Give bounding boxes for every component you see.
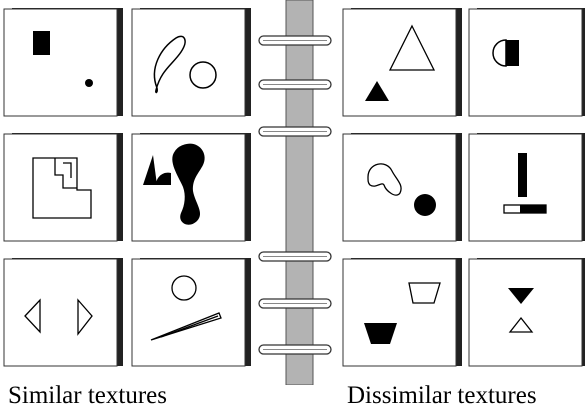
binder-ring-5-icon — [258, 298, 332, 309]
dissimilar-card-1 — [342, 8, 462, 123]
binder-ring-4-icon — [258, 251, 332, 262]
outline-and-filled-triangles-icon — [365, 24, 436, 101]
dissimilar-card-4 — [468, 133, 585, 248]
dissimilar-card-5 — [342, 258, 462, 373]
dissimilar-card-6 — [468, 258, 585, 373]
loop-and-circle-icon — [153, 35, 217, 94]
trapezoid-pair-icon — [364, 282, 441, 344]
binder-rings — [258, 35, 332, 355]
bar-on-base-icon — [503, 153, 547, 214]
circle-and-wedge-icon — [150, 275, 222, 341]
similar-card-5 — [3, 258, 123, 373]
binder-ring-2-icon — [258, 79, 332, 90]
similar-card-3 — [3, 133, 123, 248]
dissimilar-card-2 — [468, 8, 585, 123]
similar-card-4 — [131, 133, 251, 248]
binder-spine — [258, 0, 332, 385]
similar-textures-caption: Similar textures — [8, 382, 167, 409]
binder-ring-1-icon — [258, 35, 332, 46]
dissimilar-card-3 — [342, 133, 462, 248]
bean-and-dot-icon — [367, 163, 436, 216]
square-and-dot-icon — [33, 31, 93, 87]
outline-l-shape-icon — [32, 157, 92, 219]
triangle-pair-icon — [508, 288, 534, 333]
pair-of-outline-triangles-icon — [24, 298, 93, 336]
binder-ring-3-icon — [258, 126, 332, 137]
similar-card-2 — [131, 8, 251, 123]
half-circle-and-bar-icon — [492, 39, 519, 67]
similar-card-1 — [3, 8, 123, 123]
dissimilar-textures-caption: Dissimilar textures — [347, 382, 537, 409]
binder-ring-6-icon — [258, 344, 332, 355]
blob-and-triangle-icon — [143, 143, 205, 225]
similar-card-6 — [131, 258, 251, 373]
